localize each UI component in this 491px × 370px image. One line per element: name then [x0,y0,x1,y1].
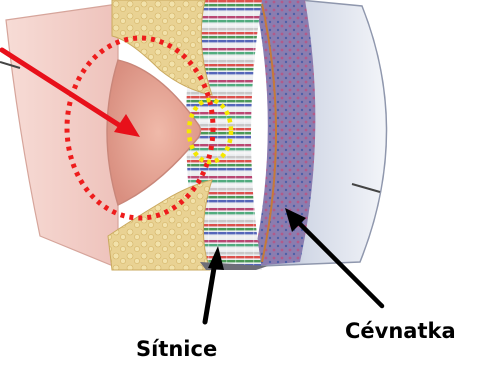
retina-fiber [235,0,236,270]
retina-stripe [180,168,270,170]
retina-label: Sítnice [136,337,217,361]
retina-stripe [180,164,270,166]
retina-stripe [180,100,270,102]
retina-fiber [217,0,218,270]
retina-stripe [180,176,270,178]
choroid-label: Cévnatka [345,319,456,343]
pink-body [6,4,118,268]
retina-fiber [226,0,227,270]
retina-fiber [208,0,209,270]
retina-fiber [253,0,254,270]
retina-stripe [180,180,270,182]
retina-stripe [180,96,270,98]
retina-stripe [180,92,270,94]
choroid-layer [252,0,315,266]
retina-fiber [244,0,245,270]
retina-stripe [180,172,270,174]
retina-stripe [180,160,270,162]
